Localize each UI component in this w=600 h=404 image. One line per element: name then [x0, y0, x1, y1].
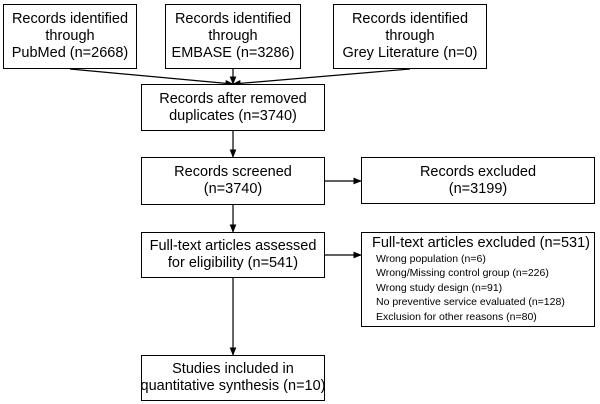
box-studies-included: Studies included in quantitative synthes… — [140, 355, 326, 401]
included-line-1: Studies included in — [172, 361, 294, 377]
dedup-line-2: duplicates (n=3740) — [169, 107, 297, 124]
excluded-line-2: (n=3199) — [448, 180, 508, 197]
exclusion-reason: Exclusion for other reasons (n=80) — [376, 310, 537, 323]
pubmed-line-2: through — [45, 28, 95, 44]
screened-line-2: (n=3740) — [203, 181, 263, 197]
pubmed-line-3: PubMed (n=2668) — [11, 45, 129, 61]
grey-line-2: through — [385, 28, 435, 44]
box-after-duplicates: Records after removed duplicates (n=3740… — [141, 84, 325, 131]
embase-line-2: through — [208, 28, 258, 44]
exclusion-reason: Wrong study design (n=91) — [376, 281, 503, 294]
fulltext-line-2: for eligibility (n=541) — [167, 255, 299, 271]
grey-line-3: Grey Literature (n=0) — [342, 45, 478, 61]
screened-line-1: Records screened — [174, 164, 292, 180]
box-grey-literature: Records identified through Grey Literatu… — [333, 4, 487, 69]
box-records-screened: Records screened (n=3740) — [141, 157, 325, 205]
box-records-excluded: Records excluded (n=3199) — [361, 157, 595, 204]
exclusion-reason: No preventive service evaluated (n=128) — [376, 296, 565, 309]
embase-line-1: Records identified — [174, 11, 292, 27]
dedup-line-1: Records after removed — [159, 90, 307, 107]
box-fulltext-excluded: Full-text articles excluded (n=531) Wron… — [361, 232, 595, 327]
exclusion-reason: Wrong population (n=6) — [376, 252, 486, 265]
fulltext-excluded-title: Full-text articles excluded (n=531) — [372, 234, 591, 251]
fulltext-line-1: Full-text articles assessed — [149, 238, 317, 254]
excluded-line-1: Records excluded — [419, 163, 537, 180]
pubmed-line-1: Records identified — [11, 11, 129, 27]
exclusion-reason: Wrong/Missing control group (n=226) — [376, 267, 549, 280]
arrow-pubmed-to-dedup — [69, 68, 234, 87]
arrow-grey-to-dedup — [232, 68, 411, 87]
grey-line-1: Records identified — [351, 11, 469, 27]
included-line-2: quantitative synthesis (n=10) — [140, 378, 326, 394]
box-pubmed: Records identified through PubMed (n=266… — [3, 4, 137, 69]
box-embase: Records identified through EMBASE (n=328… — [165, 4, 301, 69]
embase-line-3: EMBASE (n=3286) — [171, 45, 295, 61]
box-fulltext-assessed: Full-text articles assessed for eligibil… — [141, 232, 325, 278]
